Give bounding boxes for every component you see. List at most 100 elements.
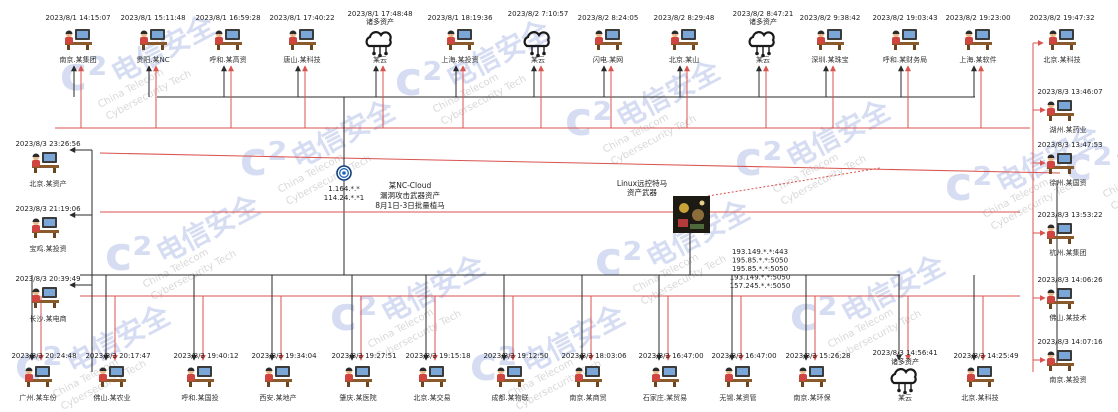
node-timestamp: 2023/8/3 13:47:53 — [1037, 141, 1102, 149]
bottom-victim-node: 2023/8/3 20:17:47 佛山.某农业 — [85, 352, 150, 402]
node-timestamp: 2023/8/3 14:25:49 — [953, 352, 1018, 360]
node-label: 某云 — [373, 56, 387, 64]
computer-user-icon — [1047, 153, 1074, 174]
node-timestamp: 2023/8/1 15:11:48 — [120, 14, 185, 22]
node-label: 西安.某地产 — [259, 393, 296, 402]
node-label: 宝鸡.某投资 — [29, 244, 66, 253]
node-label: 佛山.某农业 — [93, 393, 130, 402]
node-timestamp: 2023/8/1 17:48:48 — [347, 10, 412, 18]
node-label: 某云 — [898, 394, 912, 402]
watermark-mark: c² — [105, 227, 152, 281]
computer-user-icon — [671, 29, 698, 50]
node-label: 无锡.某资管 — [719, 393, 756, 402]
top-victim-node: 2023/8/2 8:29:48 北京.某山 — [654, 14, 715, 64]
watermark-cn-text: 电信安全 — [836, 248, 951, 330]
computer-user-icon — [99, 366, 126, 387]
cloud-icon — [890, 368, 917, 395]
node-timestamp: 2023/8/2 9:38:42 — [800, 14, 861, 22]
computer-user-icon — [965, 29, 992, 50]
computer-user-icon — [265, 366, 292, 387]
node-timestamp: 2023/8/3 14:06:26 — [1037, 276, 1103, 284]
node-label: 南京.某投资 — [1049, 375, 1086, 384]
computer-user-icon — [289, 29, 316, 50]
node-timestamp: 2023/8/3 21:19:06 — [15, 205, 81, 213]
node-label: 长沙.某电商 — [29, 314, 66, 323]
computer-user-icon — [32, 217, 59, 238]
node-label: 南京.某集团 — [59, 55, 96, 64]
right-victim-node: 2023/8/3 14:07:16 南京.某投资 — [1037, 338, 1103, 384]
node-label: 南京.某环保 — [793, 393, 830, 402]
node-label: 北京.某山 — [669, 55, 699, 64]
nc-cloud-hub: 1.164.*.*114.24.*.*1某NC-Cloud漏洞攻击武器资产8月1… — [324, 165, 445, 210]
computer-user-icon — [1047, 288, 1074, 309]
node-subtitle: 诸多资产 — [366, 17, 394, 26]
node-timestamp: 2023/8/3 20:24:48 — [11, 352, 76, 360]
node-label: 某云 — [531, 56, 545, 64]
node-label: 呼和.某国投 — [181, 393, 218, 402]
node-label: 北京.某交易 — [413, 393, 450, 402]
top-victim-node: 2023/8/2 8:24:05 闪电.某网 — [578, 14, 639, 64]
watermark-mark: c² — [595, 232, 642, 286]
computer-user-icon — [725, 366, 752, 387]
middle-red-bus — [99, 152, 1061, 174]
computer-user-icon — [25, 366, 52, 387]
linux-title: Linux远控特马 — [617, 178, 667, 188]
node-timestamp: 2023/8/2 19:23:00 — [945, 14, 1010, 22]
node-label: 南京.某商贸 — [569, 393, 606, 402]
computer-user-icon — [652, 366, 679, 387]
node-timestamp: 2023/8/3 14:07:16 — [1037, 338, 1103, 346]
computer-user-icon — [140, 29, 167, 50]
node-timestamp: 2023/8/2 8:24:05 — [578, 14, 639, 22]
node-label: 呼和.某高资 — [209, 55, 246, 64]
node-timestamp: 2023/8/3 16:47:00 — [711, 352, 776, 360]
watermark-mark: c² — [565, 92, 612, 146]
node-label: 石家庄.某贸易 — [643, 393, 687, 402]
node-label: 闪电.某网 — [593, 55, 623, 64]
node-label: 成都.某物联 — [491, 393, 528, 402]
node-label: 杭州.某集团 — [1049, 248, 1086, 257]
bottom-victim-node: 2023/8/3 16:47:00 无锡.某资管 — [711, 352, 776, 402]
c2-ip-address: 193.149.*.*:443 — [732, 248, 788, 256]
node-timestamp: 2023/8/3 19:27:51 — [331, 352, 396, 360]
computer-user-icon — [817, 29, 844, 50]
watermark-mark: c² — [15, 337, 62, 391]
node-label: 贵阳.某NC — [136, 55, 169, 64]
watermark-mark: c² — [60, 47, 107, 101]
node-timestamp: 2023/8/3 19:15:18 — [405, 352, 470, 360]
node-timestamp: 2023/8/3 19:40:12 — [173, 352, 238, 360]
hub-subtitle: 漏洞攻击武器资产 — [380, 190, 440, 200]
node-timestamp: 2023/8/2 19:47:32 — [1029, 14, 1094, 22]
bottom-victim-node: 2023/8/3 19:40:12 呼和.某国投 — [173, 352, 238, 402]
node-timestamp: 2023/8/3 19:12:50 — [483, 352, 548, 360]
watermark-mark: c² — [330, 287, 377, 341]
node-timestamp: 2023/8/3 18:03:06 — [561, 352, 627, 360]
linux-trojan-icon — [673, 196, 710, 233]
node-timestamp: 2023/8/3 20:17:47 — [85, 352, 150, 360]
hub-caption: 8月1日-3日批量植马 — [375, 200, 445, 210]
computer-user-icon — [187, 366, 214, 387]
computer-user-icon — [575, 366, 602, 387]
node-label: 佛山.某技术 — [1049, 313, 1086, 322]
watermark-cn-text: 电信安全 — [781, 93, 896, 175]
node-timestamp: 2023/8/2 8:29:48 — [654, 14, 715, 22]
watermark-mark: c² — [240, 132, 287, 186]
hub-ip-2: 114.24.*.*1 — [324, 194, 364, 202]
